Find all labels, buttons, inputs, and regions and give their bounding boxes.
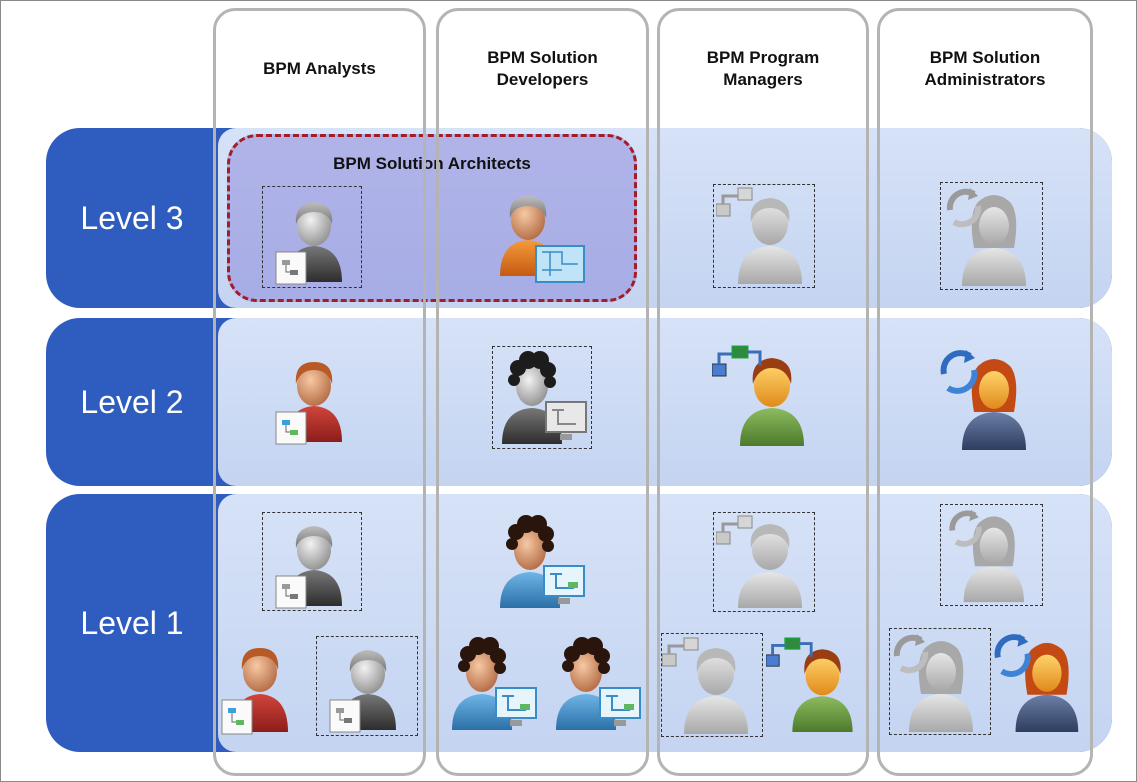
column-header-analysts: BPM Analysts [263,59,376,78]
selection-box [940,504,1043,606]
column-header-developers: BPM Solution Developers [487,48,598,89]
selection-box [661,633,763,737]
level-2-cells [218,318,1112,486]
selection-box [492,346,592,449]
column-bpm-solution-developers: BPM Solution Developers [436,8,649,776]
column-bpm-solution-administrators: BPM Solution Administrators [877,8,1093,776]
analyst-person-color-icon [221,648,288,735]
solution-architects-title: BPM Solution Architects [333,154,531,173]
selection-box [262,512,362,611]
administrator-person-with-cycle-gray-icon [949,509,1024,603]
administrator-person-with-cycle-color-icon [940,350,1026,450]
level-2-label: Level 2 [80,383,184,420]
developer-person-at-computer-color-icon [452,637,537,730]
administrator-person-with-cycle-color-icon [994,634,1079,732]
column-bpm-program-managers: BPM Program Managers [657,8,869,776]
selection-box [262,186,362,288]
program-manager-person-with-flow-color-icon [712,345,804,446]
analyst-person-gray-icon [275,202,342,285]
level-3-label: Level 3 [80,199,184,236]
developer-person-at-computer-color-icon [556,637,641,730]
program-manager-person-with-flow-gray-icon [662,637,748,734]
selection-box [889,628,991,735]
administrator-person-with-cycle-gray-icon [946,188,1026,286]
selection-box [713,512,815,612]
selection-box [940,182,1043,290]
architect-person-with-blueprint-icon [500,196,585,283]
administrator-person-with-cycle-gray-icon [893,634,973,732]
column-header-administrators: BPM Solution Administrators [924,48,1046,89]
selection-box [316,636,418,736]
developer-person-at-computer-gray-icon [502,351,587,444]
program-manager-person-with-flow-color-icon [766,637,853,733]
column-header-program-managers: BPM Program Managers [706,48,820,89]
analyst-person-color-icon [275,362,342,445]
level-1-label: Level 1 [80,604,184,641]
program-manager-person-with-flow-gray-icon [716,515,802,608]
developer-person-at-computer-color-icon [500,515,585,608]
program-manager-person-with-flow-gray-icon [716,187,802,284]
analyst-person-gray-icon [329,650,396,733]
column-bpm-analysts: BPM Analysts [213,8,426,776]
analyst-person-gray-icon [275,526,342,609]
selection-box [713,184,815,288]
